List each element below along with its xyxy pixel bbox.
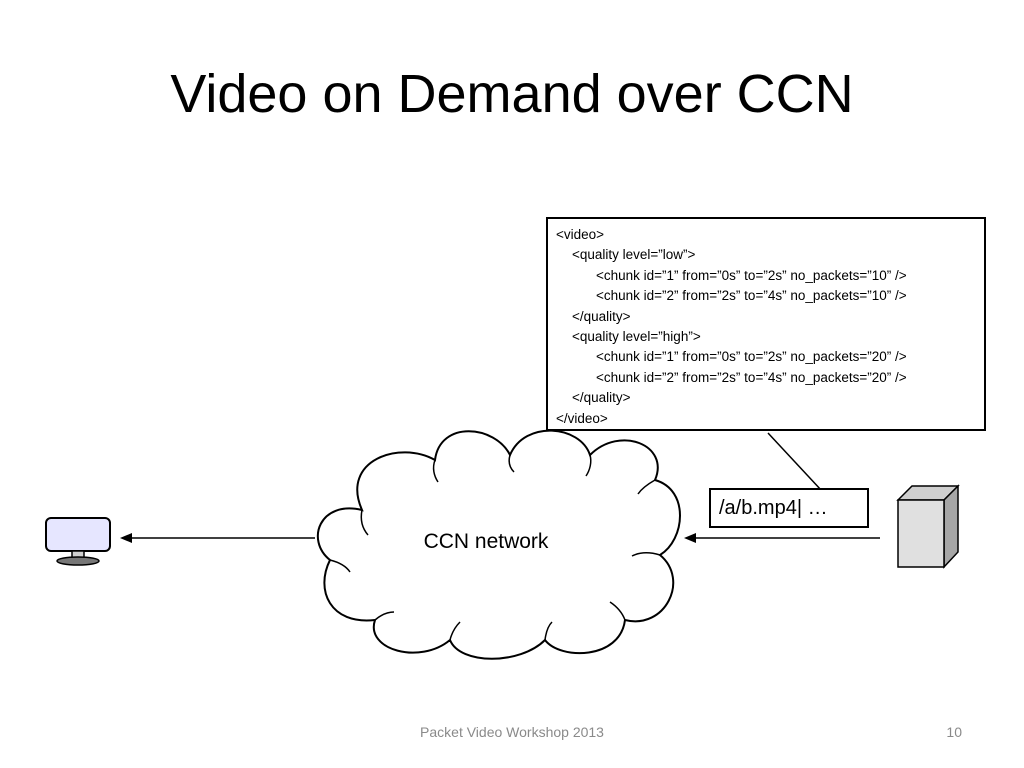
arrow-network-to-client (120, 533, 315, 543)
manifest-line: <video> (556, 227, 605, 242)
slide-footer: Packet Video Workshop 2013 (420, 724, 604, 740)
arrow-server-to-network (684, 533, 880, 543)
network-label: CCN network (423, 530, 549, 553)
slide-title: Video on Demand over CCN (170, 64, 854, 124)
manifest-line: <chunk id=”2” from=”2s” to=”4s” no_packe… (596, 369, 907, 385)
manifest-line: </quality> (572, 390, 631, 406)
manifest-line: </video> (556, 410, 608, 426)
manifest-line: </quality> (572, 308, 631, 324)
data-packet-label: /a/b.mp4| … (709, 488, 869, 528)
manifest-line: <quality level=”high”> (572, 329, 701, 345)
manifest-box: <video> <quality level=”low”> <chunk id=… (546, 217, 986, 431)
manifest-line: <chunk id=”1” from=”0s” to=”2s” no_packe… (596, 267, 907, 283)
ccn-network-cloud (316, 429, 681, 660)
server-icon (896, 484, 960, 569)
page-number: 10 (946, 724, 962, 740)
manifest-line: <quality level=”low”> (572, 247, 696, 263)
manifest-line: <chunk id=”2” from=”2s” to=”4s” no_packe… (596, 288, 907, 304)
monitor-icon (45, 517, 111, 566)
manifest-line: <chunk id=”1” from=”0s” to=”2s” no_packe… (596, 349, 907, 365)
